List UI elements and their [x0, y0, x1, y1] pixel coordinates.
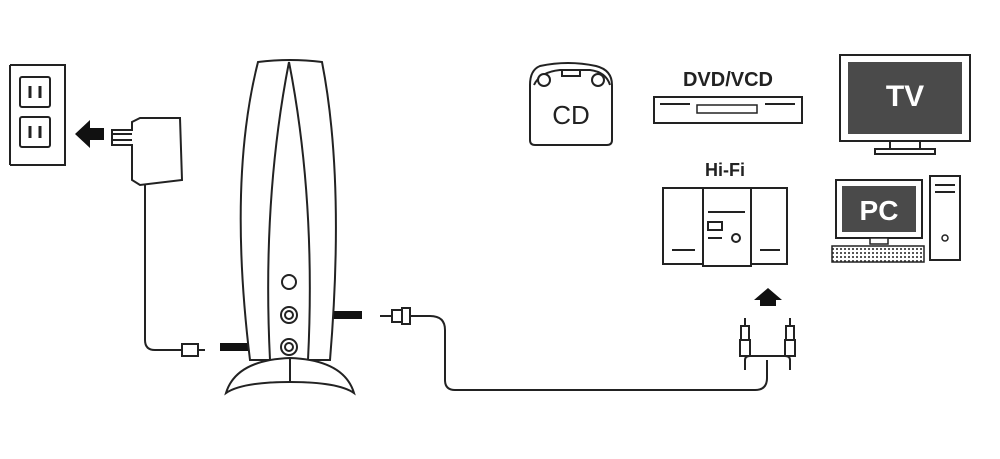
mini-jack-icon: [380, 307, 768, 391]
tv-label: TV: [886, 80, 924, 113]
arrow-to-outlet-icon: [75, 120, 104, 148]
arrow-up-icon: [754, 288, 782, 306]
pc-icon: PC: [831, 175, 961, 263]
hifi-label: Hi-Fi: [705, 160, 745, 180]
hifi-icon: Hi-Fi: [662, 160, 788, 267]
cd-label: CD: [552, 100, 590, 130]
dvd-label: DVD/VCD: [683, 69, 773, 91]
dvd-player-icon: DVD/VCD: [653, 69, 803, 124]
tv-icon: TV: [839, 54, 971, 155]
pc-label: PC: [860, 195, 899, 226]
power-adapter-icon: [111, 117, 205, 357]
speaker-icon: [224, 59, 356, 396]
rca-plug-icon: [739, 318, 796, 370]
cd-icon: CD: [529, 62, 613, 146]
wall-outlet-icon: [9, 64, 66, 166]
